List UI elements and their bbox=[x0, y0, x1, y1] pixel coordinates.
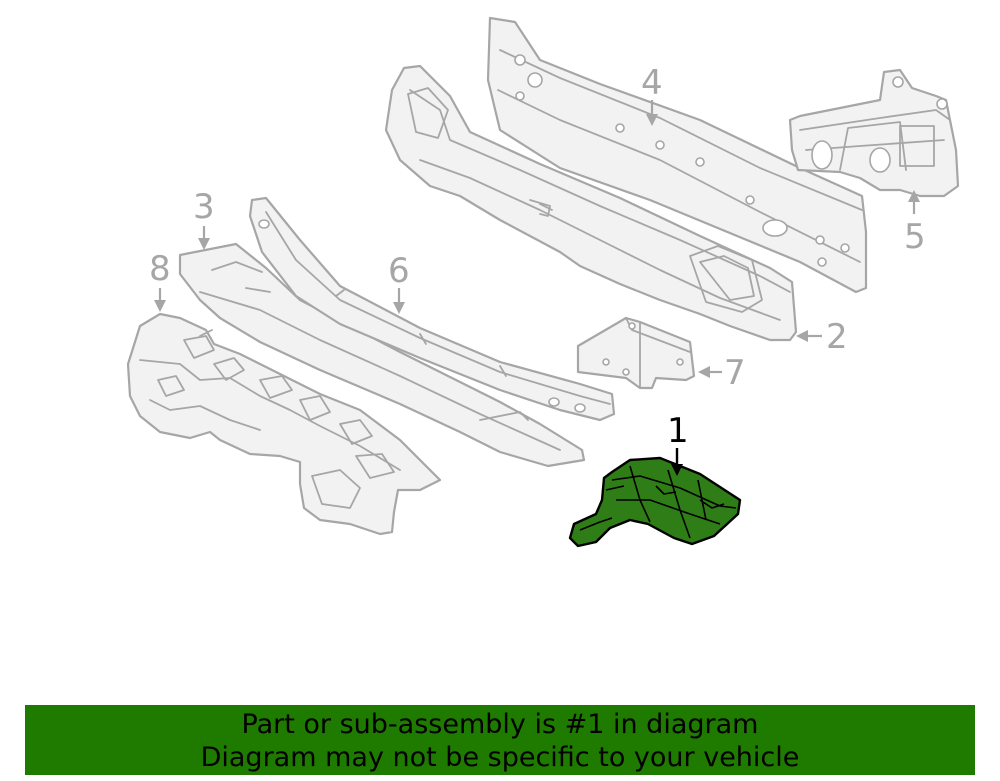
callout-1-label: 1 bbox=[667, 411, 689, 451]
callout-5-label: 5 bbox=[904, 217, 926, 257]
notice-banner: Part or sub-assembly is #1 in diagram Di… bbox=[25, 705, 975, 775]
callout-7: 7 bbox=[698, 353, 746, 393]
callout-3-label: 3 bbox=[193, 187, 215, 227]
parts-diagram: 1 2 3 4 5 6 7 8 bbox=[126, 16, 960, 548]
callout-6-label: 6 bbox=[388, 251, 410, 291]
part-1-highlighted-bracket[interactable] bbox=[568, 456, 742, 548]
part-6-lower-beam[interactable] bbox=[248, 196, 616, 422]
callout-5: 5 bbox=[904, 190, 926, 257]
callout-8: 8 bbox=[149, 249, 171, 312]
callout-7-label: 7 bbox=[724, 353, 746, 393]
callout-3: 3 bbox=[193, 187, 215, 250]
callout-8-label: 8 bbox=[149, 249, 171, 289]
banner-line-1: Part or sub-assembly is #1 in diagram bbox=[241, 709, 759, 740]
callout-4-label: 4 bbox=[641, 63, 663, 103]
part-5-bracket[interactable] bbox=[788, 68, 960, 198]
part-4-reinforcement-beam[interactable] bbox=[486, 16, 868, 294]
callout-2: 2 bbox=[796, 317, 848, 357]
callout-6: 6 bbox=[388, 251, 410, 314]
callout-1: 1 bbox=[667, 411, 689, 476]
callout-4: 4 bbox=[641, 63, 663, 126]
part-8-lower-absorber[interactable] bbox=[126, 312, 442, 536]
part-7-mount-bracket[interactable] bbox=[576, 316, 696, 390]
banner-line-2: Diagram may not be specific to your vehi… bbox=[200, 742, 800, 773]
part-3-absorber-strip[interactable] bbox=[178, 242, 586, 468]
part-2-energy-absorber[interactable] bbox=[384, 64, 798, 342]
callout-2-label: 2 bbox=[826, 317, 848, 357]
